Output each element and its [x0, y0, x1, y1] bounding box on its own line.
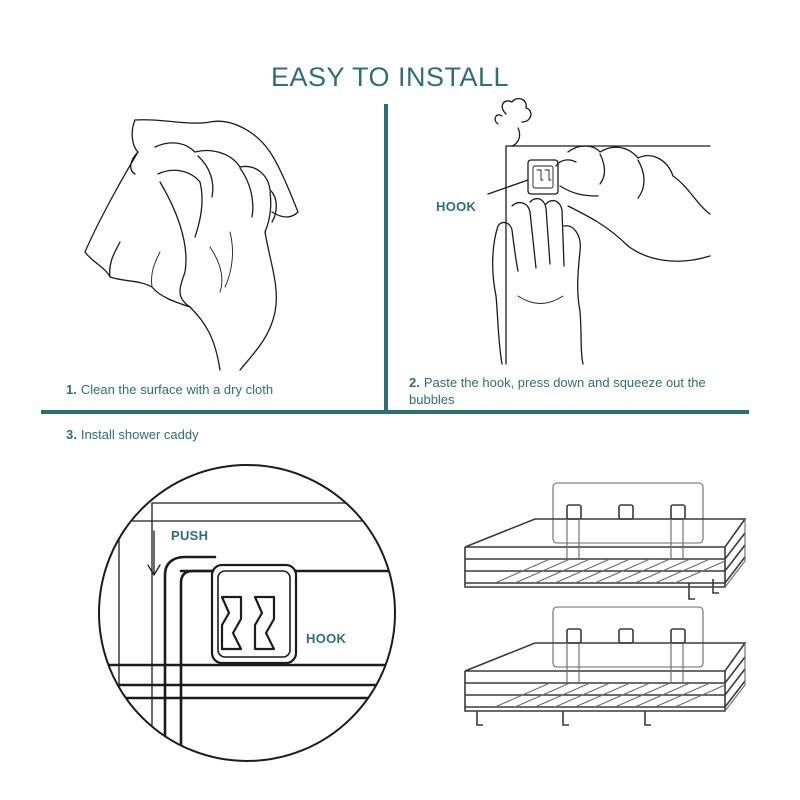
step-3-caption: 3.Install shower caddy: [66, 426, 366, 443]
page-title: EASY TO INSTALL: [270, 62, 510, 92]
caddy-shelf-top: [464, 482, 747, 600]
step-3-text: Install shower caddy: [80, 427, 199, 442]
caddy-shelf-bottom: [464, 606, 747, 726]
step-1-caption: 1.Clean the surface with a dry cloth: [66, 381, 366, 398]
hands-pressing-hook-illustration: [487, 97, 711, 365]
step-1-text: Clean the surface with a dry cloth: [80, 382, 274, 397]
vertical-divider: [384, 104, 388, 410]
hook-push-detail-illustration: [98, 464, 396, 762]
hand-wiping-cloth-illustration: [84, 119, 299, 371]
push-label: PUSH: [171, 528, 209, 543]
step-2-caption: 2.Paste the hook, press down and squeeze…: [409, 374, 739, 408]
step-2-number: 2.: [409, 375, 420, 390]
shower-caddy-illustration: [464, 482, 747, 726]
step-2-text: Paste the hook, press down and squeeze o…: [409, 375, 706, 407]
step-3-number: 3.: [66, 427, 77, 442]
step-1-number: 1.: [66, 382, 77, 397]
hook-label-step3: HOOK: [306, 631, 347, 646]
horizontal-divider: [41, 410, 749, 414]
hook-label-step2: HOOK: [436, 199, 477, 214]
